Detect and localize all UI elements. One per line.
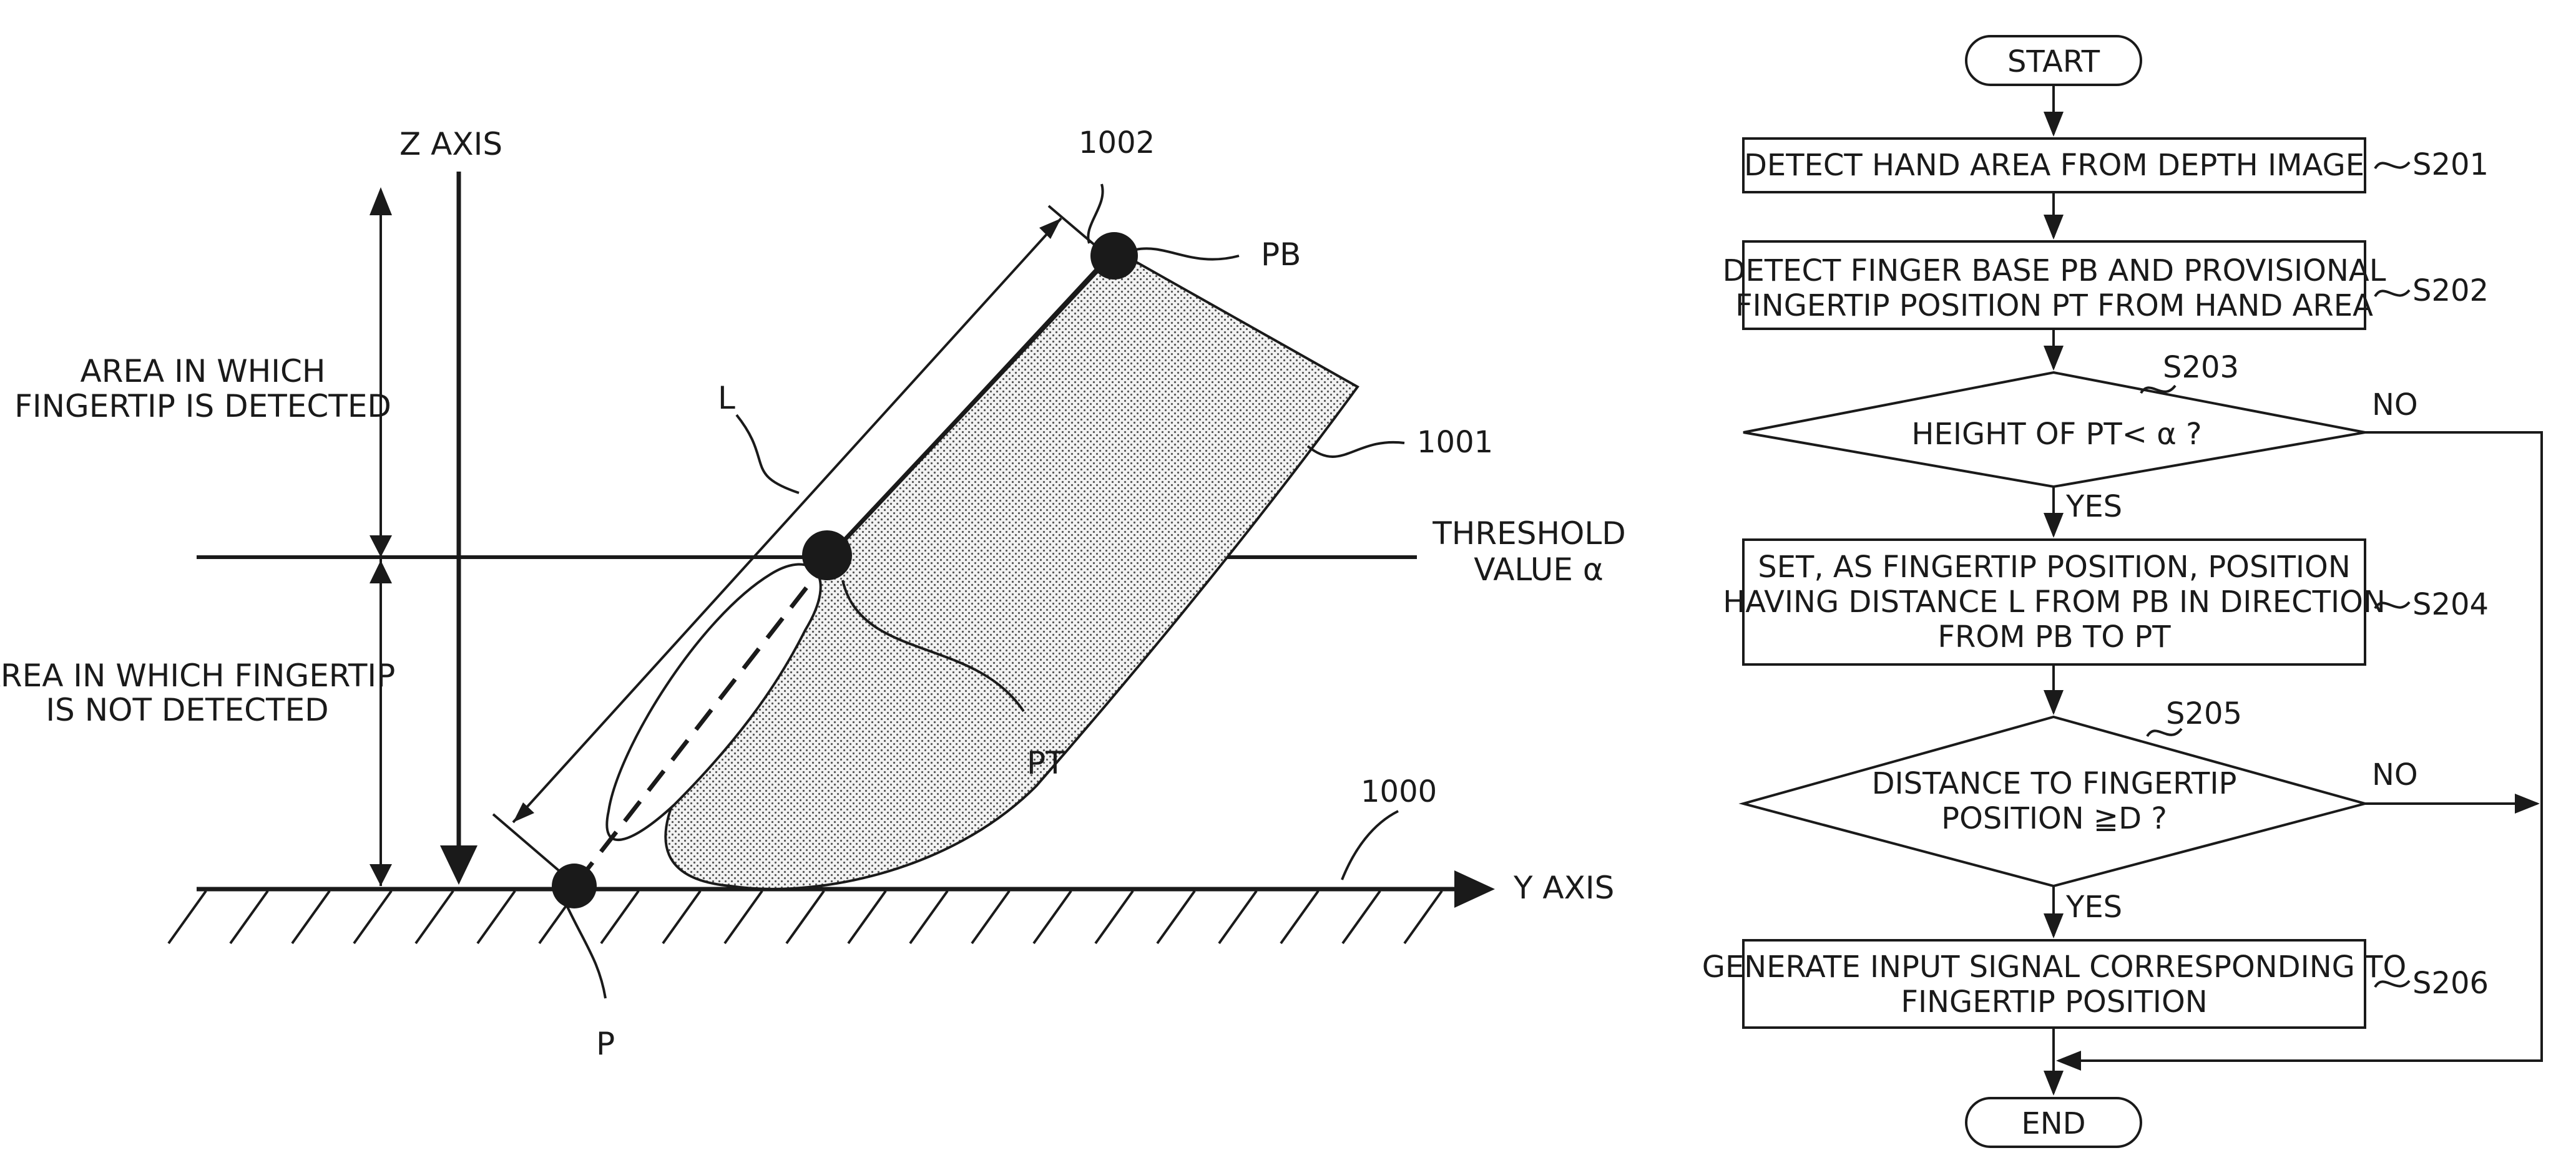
end-label: END	[2021, 1106, 2085, 1141]
arrow-up-head-1	[370, 187, 392, 215]
hatch-stroke	[848, 891, 886, 943]
hatch-stroke	[786, 891, 824, 943]
s205-yes: YES	[2065, 890, 2122, 925]
y-axis-arrowhead	[1454, 870, 1495, 908]
dim-arrowhead-bottom	[513, 802, 534, 822]
z-axis-arrowhead	[440, 845, 477, 885]
tilde-s202	[2375, 290, 2409, 296]
s201-text: DETECT HAND AREA FROM DEPTH IMAGE	[1744, 148, 2364, 183]
s206-text-line1: GENERATE INPUT SIGNAL CORRESPONDING TO	[1702, 950, 2406, 985]
y-axis-label: Y AXIS	[1513, 870, 1614, 906]
area-not-detected-label-line2: IS NOT DETECTED	[46, 692, 328, 728]
leader-PB	[1136, 248, 1239, 259]
s206-step: S206	[2412, 966, 2489, 1001]
hatch-stroke	[1219, 891, 1256, 943]
arrow-down-head-1	[370, 535, 392, 557]
hatch-stroke	[1281, 891, 1318, 943]
threshold-label-line2: VALUE α	[1474, 552, 1604, 588]
s202-text-line1: DETECT FINGER BASE PB AND PROVISIONAL	[1723, 253, 2386, 288]
ref-1002: 1002	[1079, 125, 1155, 160]
s201-step: S201	[2412, 147, 2489, 182]
point-P	[552, 864, 597, 908]
s204-step: S204	[2412, 587, 2489, 622]
area-detected-label-line2: FINGERTIP IS DETECTED	[14, 388, 391, 424]
dim-arrowhead-top	[1039, 218, 1061, 239]
s203-step: S203	[2163, 350, 2239, 385]
dim-tick-bottom	[493, 814, 559, 870]
s205-text-line1: DISTANCE TO FINGERTIP	[1872, 766, 2237, 801]
label-P: P	[596, 1026, 615, 1062]
hatch-stroke	[910, 891, 948, 943]
s205-text-line2: POSITION ≧D ?	[1941, 801, 2167, 836]
leader-1000	[1342, 811, 1398, 880]
s204-text-line3: FROM PB TO PT	[1937, 620, 2171, 655]
start-label: START	[2007, 44, 2100, 79]
s204-text-line1: SET, AS FINGERTIP POSITION, POSITION	[1758, 550, 2350, 585]
hatch-stroke	[601, 891, 639, 943]
label-PB: PB	[1261, 236, 1301, 273]
ref-1000: 1000	[1361, 774, 1437, 809]
area-not-detected-label-line1: AREA IN WHICH FINGERTIP	[0, 658, 395, 694]
point-PT	[802, 530, 852, 580]
area-detected-label-line1: AREA IN WHICH	[81, 353, 326, 389]
arrow-down-head-2	[370, 864, 392, 886]
hatch-stroke	[1404, 891, 1442, 943]
s204-text-line2: HAVING DISTANCE L FROM PB IN DIRECTION	[1723, 585, 2386, 620]
s202-text-line2: FINGERTIP POSITION PT FROM HAND AREA	[1735, 288, 2373, 323]
hand-figure: Z AXIS Y AXIS AREA IN WHICH FINGERTIP IS…	[0, 125, 1626, 1062]
s203-no: NO	[2372, 387, 2418, 422]
hatch-stroke	[292, 891, 330, 943]
hatch-stroke	[1157, 891, 1195, 943]
finger-body-1001	[665, 250, 1358, 889]
leader-1002	[1088, 184, 1102, 243]
s206-text-line2: FINGERTIP POSITION	[1901, 985, 2207, 1020]
point-PB	[1090, 232, 1138, 280]
tilde-s201	[2375, 162, 2409, 168]
hatch-stroke	[477, 891, 515, 943]
hatch-stroke	[1034, 891, 1071, 943]
z-axis-label: Z AXIS	[399, 126, 502, 162]
arrow-up-head-2	[370, 560, 392, 583]
label-L: L	[718, 380, 735, 416]
s202-step: S202	[2412, 273, 2489, 308]
leader-1001	[1308, 442, 1404, 457]
ref-1001: 1001	[1417, 425, 1493, 460]
hatch-stroke	[725, 891, 762, 943]
ground-hatch	[169, 891, 1442, 943]
threshold-label-line1: THRESHOLD	[1432, 515, 1626, 552]
s205-no: NO	[2372, 757, 2418, 792]
hatch-stroke	[169, 891, 206, 943]
hatch-stroke	[1343, 891, 1380, 943]
s203-yes: YES	[2065, 489, 2122, 524]
hatch-stroke	[230, 891, 268, 943]
hatch-stroke	[416, 891, 453, 943]
s205-step: S205	[2166, 696, 2242, 731]
leader-P	[565, 902, 605, 998]
hatch-stroke	[663, 891, 700, 943]
flowchart-labels: START END DETECT HAND AREA FROM DEPTH IM…	[1702, 44, 2489, 1141]
leader-L	[737, 415, 799, 493]
hatch-stroke	[1095, 891, 1133, 943]
hatch-stroke	[972, 891, 1009, 943]
label-PT: PT	[1027, 745, 1065, 781]
s203-text: HEIGHT OF PT< α ?	[1911, 417, 2201, 452]
hatch-stroke	[354, 891, 391, 943]
